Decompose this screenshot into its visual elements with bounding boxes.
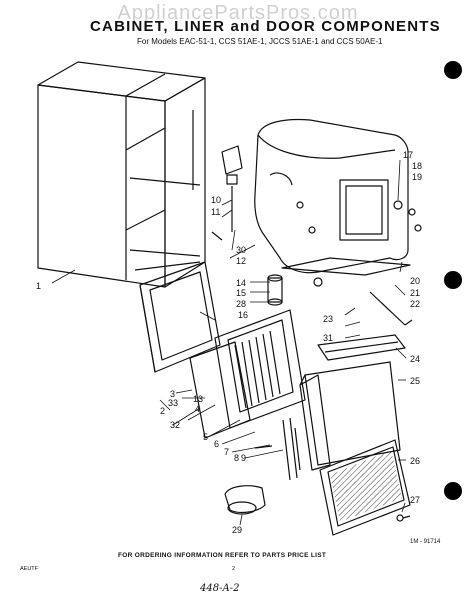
watermark: AppliancePartsPros.com [117,2,359,24]
diagram-code: 1M - 91714 [410,539,441,545]
part-label-19: 19 [412,172,422,182]
pull-handle-drawing [224,485,266,515]
part-number-callouts: 1 2 3 4 5 6 7 8 9 10 11 12 13 14 15 16 1… [36,150,422,535]
part-label-8: 8 [234,453,239,463]
door-grille-drawing [214,309,306,429]
part-label-23: 23 [323,314,333,324]
hinge-bracket-drawing [211,145,243,241]
rear-frame-drawing [281,257,413,326]
part-label-27: 27 [410,495,420,505]
part-label-2: 2 [160,406,165,416]
part-label-6: 6 [214,439,219,449]
diagram-title: CABINET, LINER and DOOR COMPONENTS [90,18,441,35]
binder-hole-1 [444,61,462,79]
part-label-31: 31 [323,333,333,343]
part-label-14: 14 [236,278,246,288]
mesh-grille-drawing [319,439,411,536]
liner-drawing [254,118,409,274]
binder-hole-3 [444,482,462,500]
part-label-1: 1 [36,281,41,291]
part-label-15: 15 [236,288,246,298]
diagram-subtitle: For Models EAC-51-1, CCS 51AE-1, JCCS 51… [137,37,383,46]
door-handle-drawing [254,417,301,481]
part-label-11: 11 [211,207,220,217]
part-label-32: 32 [170,420,180,430]
door-rail-drawing [317,334,406,361]
part-label-24: 24 [410,354,420,364]
part-label-28: 28 [236,299,246,309]
part-label-26: 26 [410,456,420,466]
print-code: AEUTF [20,566,39,572]
part-label-33: 33 [168,398,178,408]
screw-hardware-drawing [393,200,422,232]
part-label-4: 4 [195,404,200,414]
part-label-16: 16 [238,310,248,320]
page-number: 2 [232,566,236,572]
screw-27-drawing [396,514,411,522]
part-label-10: 10 [211,195,221,205]
leader-lines [51,159,407,526]
ordering-information-note: FOR ORDERING INFORMATION REFER TO PARTS … [118,552,327,559]
part-label-12: 12 [236,256,246,266]
part-label-21: 21 [410,288,420,298]
part-label-13: 13 [193,394,203,404]
door-gasket-drawing [139,261,221,373]
part-label-22: 22 [410,299,420,309]
part-label-3: 3 [170,389,175,399]
handwritten-note: 448-A-2 [200,583,240,594]
part-label-17: 17 [403,150,413,160]
part-label-25: 25 [410,376,420,386]
binder-hole-2 [444,271,462,289]
part-label-30: 30 [236,245,246,255]
part-label-9: 9 [241,453,246,463]
part-label-20: 20 [410,276,420,286]
part-label-29: 29 [232,525,242,535]
outer-door-panel-drawing [299,361,401,471]
cylinder-part-drawing [267,274,323,306]
part-label-18: 18 [412,161,422,171]
part-label-5: 5 [203,432,208,442]
part-label-7: 7 [224,447,229,457]
cabinet-drawing [37,61,206,288]
